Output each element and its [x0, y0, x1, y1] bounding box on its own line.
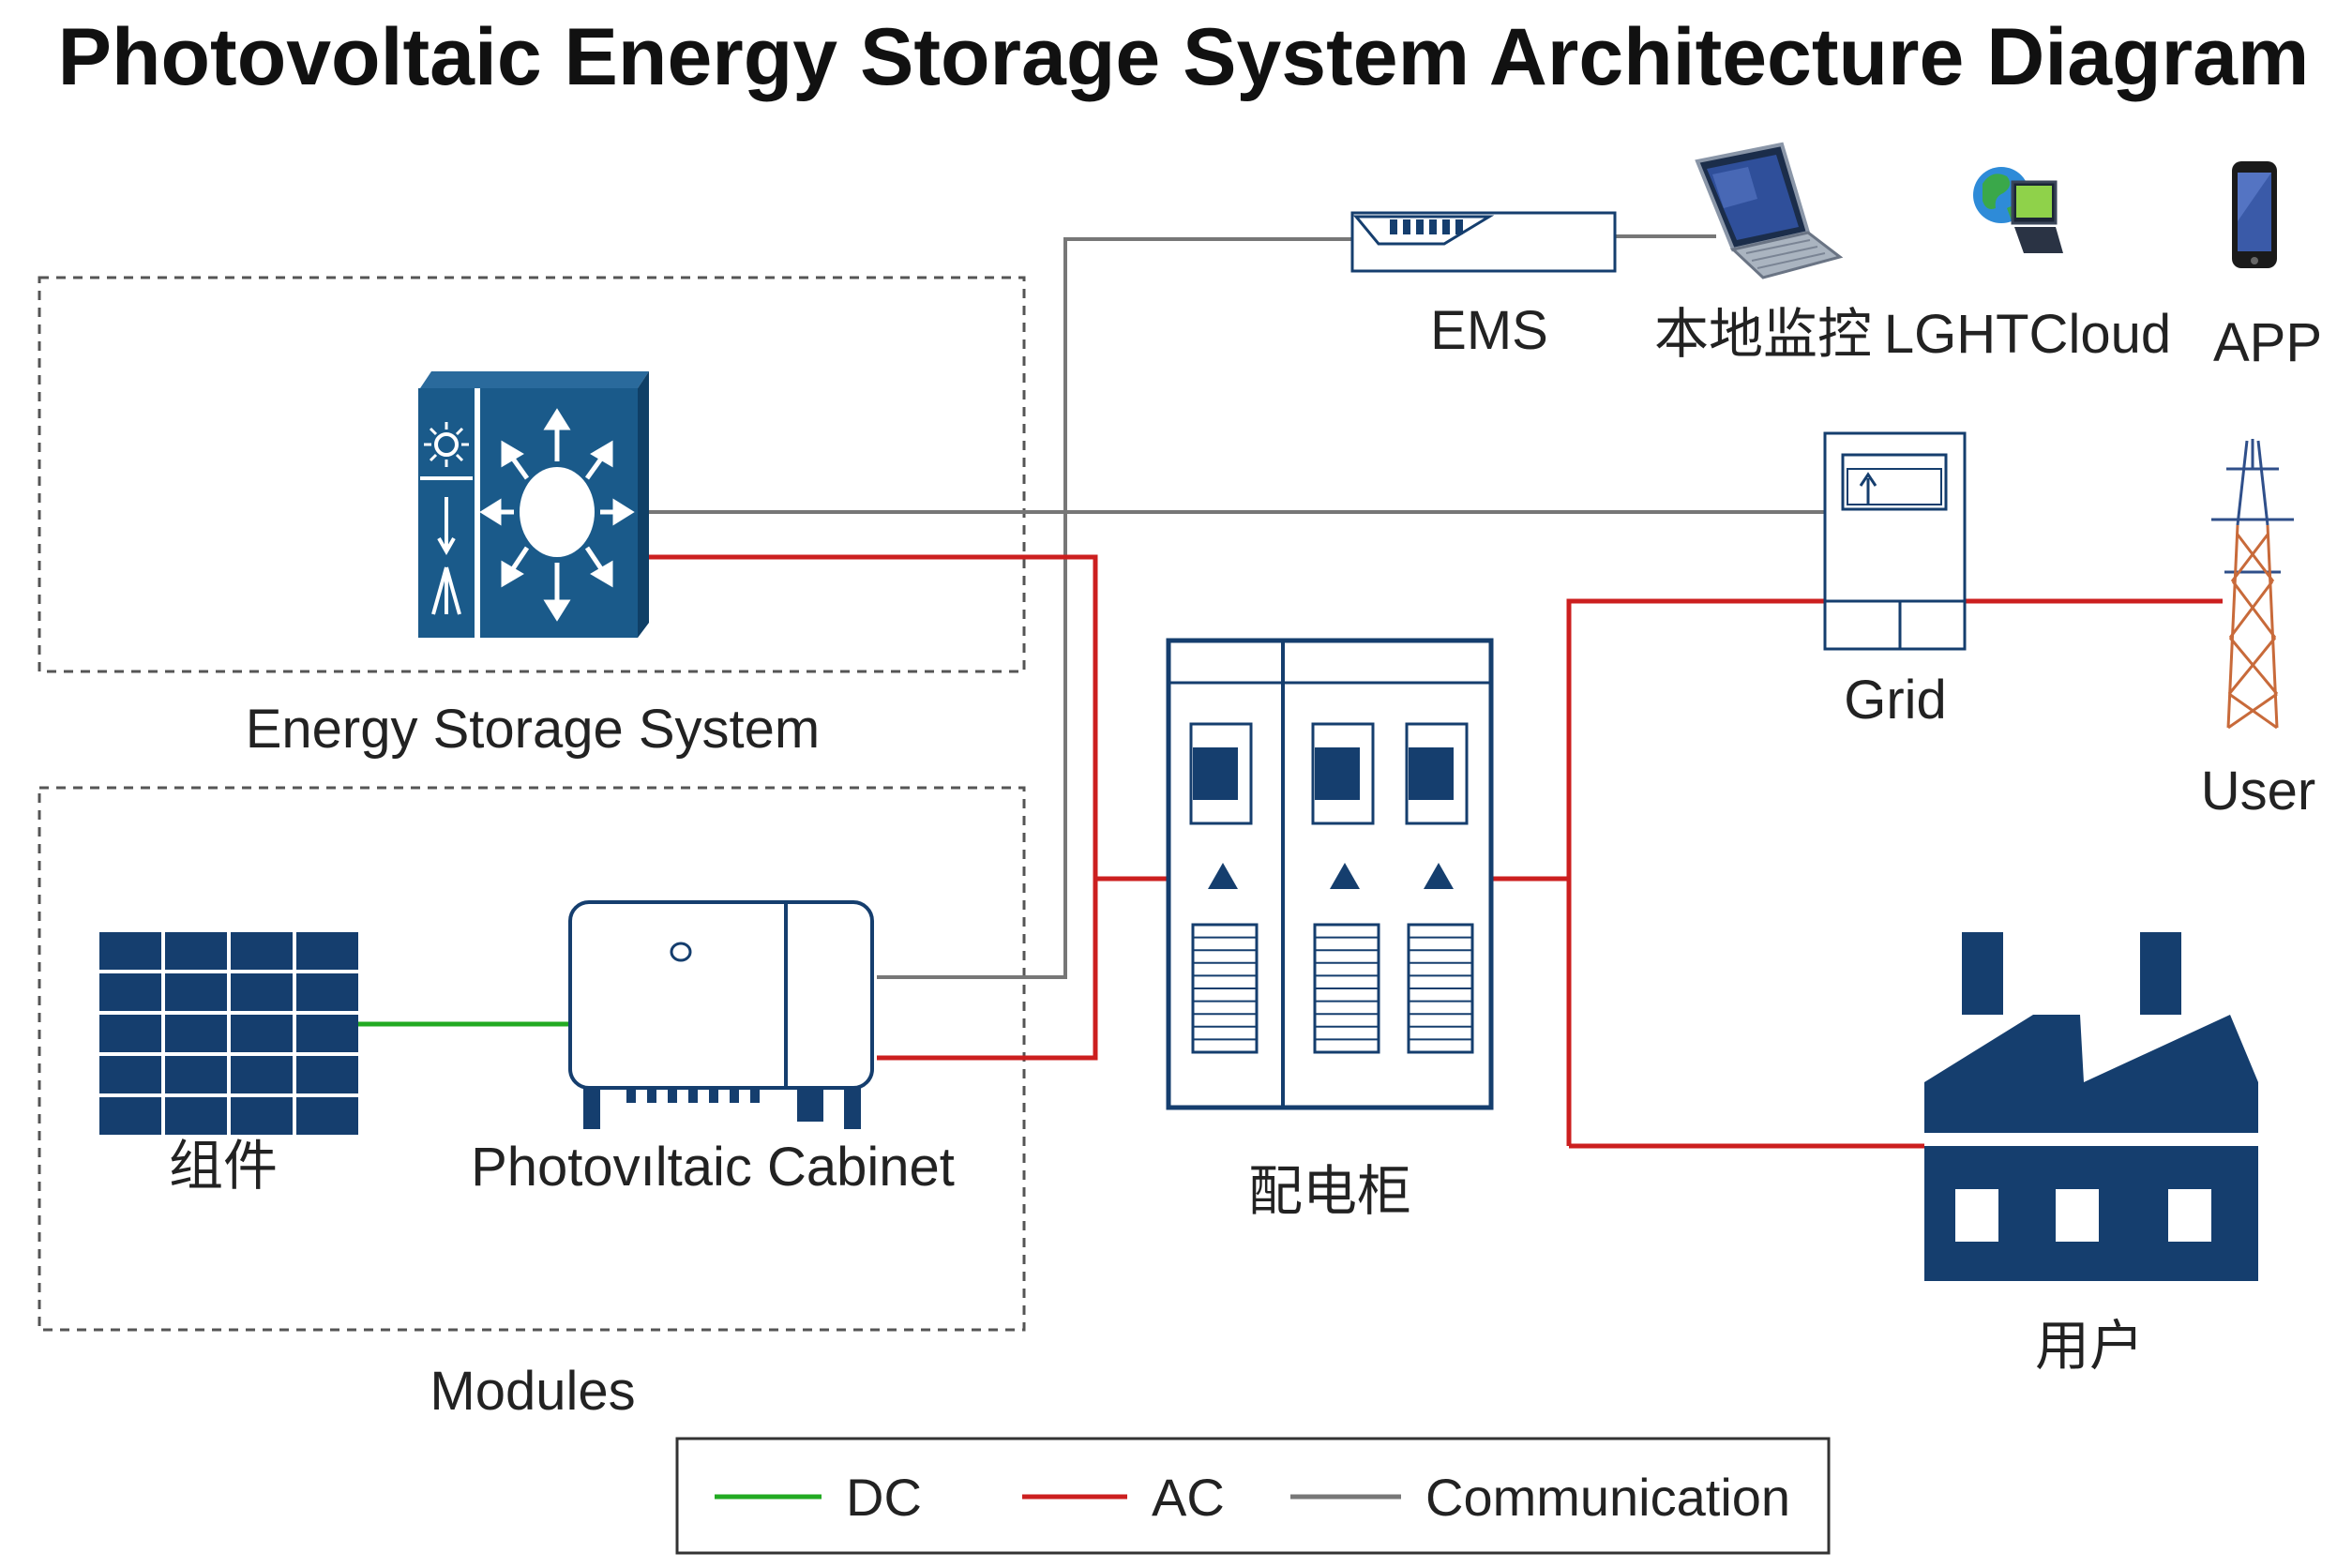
solar-cell	[99, 1097, 161, 1135]
legend-comm-label: Communication	[1425, 1468, 1790, 1527]
ac-line-bus-meter	[1566, 598, 1825, 1146]
distribution-cabinet-icon	[1166, 638, 1494, 1110]
breaker-display	[1409, 747, 1454, 800]
solar-cell	[296, 932, 358, 970]
solar-cell	[165, 1097, 227, 1135]
globe-computer-icon	[1973, 167, 2063, 253]
warning-triangle-icon	[1424, 863, 1454, 889]
solar-cell	[296, 1015, 358, 1052]
legend: DC AC Communication	[675, 1437, 1831, 1555]
comm-line-inverter-ems	[877, 237, 1352, 979]
pv-module-label: 组件	[169, 1136, 278, 1197]
pv-cabinet-label: Photovıltaic Cabinet	[471, 1137, 955, 1198]
transmission-tower-icon	[2211, 439, 2294, 730]
factory-label: 用户	[2035, 1316, 2144, 1377]
solar-cell	[99, 1056, 161, 1093]
breaker-display	[1315, 747, 1360, 800]
solar-cell	[165, 932, 227, 970]
solar-cell	[296, 1056, 358, 1093]
grid-label: Grid	[1844, 670, 1947, 731]
solar-cell	[165, 1056, 227, 1093]
solar-panel-icon	[99, 932, 358, 1135]
energy-storage-group-box	[38, 276, 1026, 673]
ac-line-inverter-distribution	[877, 879, 1098, 1061]
cloud-label: LGHTCloud	[1884, 304, 2171, 365]
distribution-cabinet-label: 配电柜	[1248, 1161, 1411, 1222]
solar-cell	[165, 1015, 227, 1052]
ems-label: EMS	[1430, 300, 1548, 361]
solar-cell	[296, 973, 358, 1011]
solar-cell	[99, 932, 161, 970]
page-title: Photovoltaic Energy Storage System Archi…	[58, 12, 2310, 102]
user-tower-label: User	[2201, 761, 2315, 822]
legend-dc-label: DC	[846, 1468, 922, 1527]
energy-storage-group-label: Energy Storage System	[246, 699, 821, 760]
factory-icon	[1924, 932, 2258, 1281]
solar-cell	[99, 973, 161, 1011]
grid-meter-icon	[1823, 431, 1967, 651]
ac-lines	[649, 554, 2223, 1149]
legend-ac-label: AC	[1152, 1468, 1225, 1527]
ems-gateway-icon	[1350, 211, 1617, 273]
solar-cell	[231, 932, 293, 970]
solar-cell	[165, 973, 227, 1011]
communication-lines	[649, 234, 1825, 979]
solar-cell	[231, 1015, 293, 1052]
solar-cell	[296, 1097, 358, 1135]
app-label: APP	[2213, 312, 2322, 373]
solar-cell	[99, 1015, 161, 1052]
solar-cell	[231, 1097, 293, 1135]
modules-group-label: Modules	[430, 1361, 635, 1422]
energy-storage-unit-icon	[418, 371, 649, 638]
solar-cell	[231, 973, 293, 1011]
warning-triangle-icon	[1208, 863, 1238, 889]
pv-inverter-icon	[568, 900, 874, 1129]
solar-cell	[231, 1056, 293, 1093]
smartphone-icon	[2232, 161, 2277, 268]
warning-triangle-icon	[1330, 863, 1360, 889]
ac-line-ess-distribution	[649, 554, 1168, 882]
breaker-display	[1193, 747, 1238, 800]
local-monitor-label: 本地监控	[1654, 304, 1872, 365]
laptop-icon	[1695, 142, 1844, 279]
legend-box	[675, 1437, 1831, 1555]
